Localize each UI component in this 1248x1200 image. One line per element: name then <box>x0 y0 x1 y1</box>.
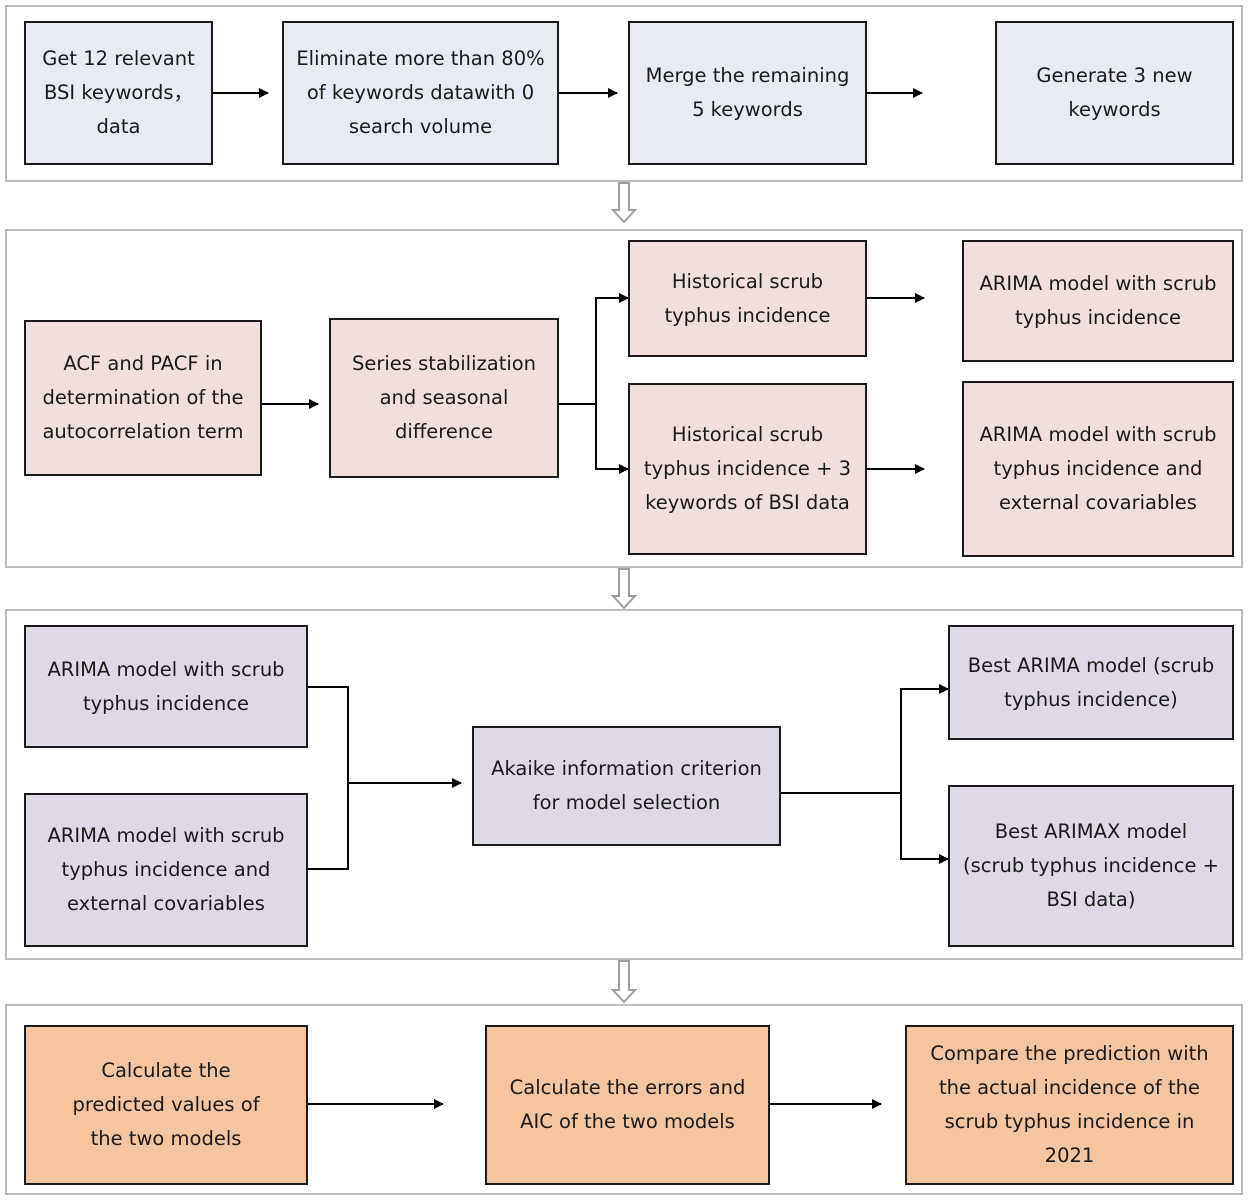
merge-s3 <box>307 686 349 870</box>
hollow-arrow-1 <box>610 182 638 224</box>
hollow-arrow-2 <box>610 568 638 610</box>
branch-s2 <box>559 297 628 470</box>
branch-s3 <box>781 688 946 860</box>
hollow-arrow-3 <box>610 960 638 1004</box>
eliminate-keywords-box: Eliminate more than 80%of keywords dataw… <box>282 21 559 165</box>
best-arimax-box: Best ARIMAX model(scrub typhus incidence… <box>948 785 1234 947</box>
